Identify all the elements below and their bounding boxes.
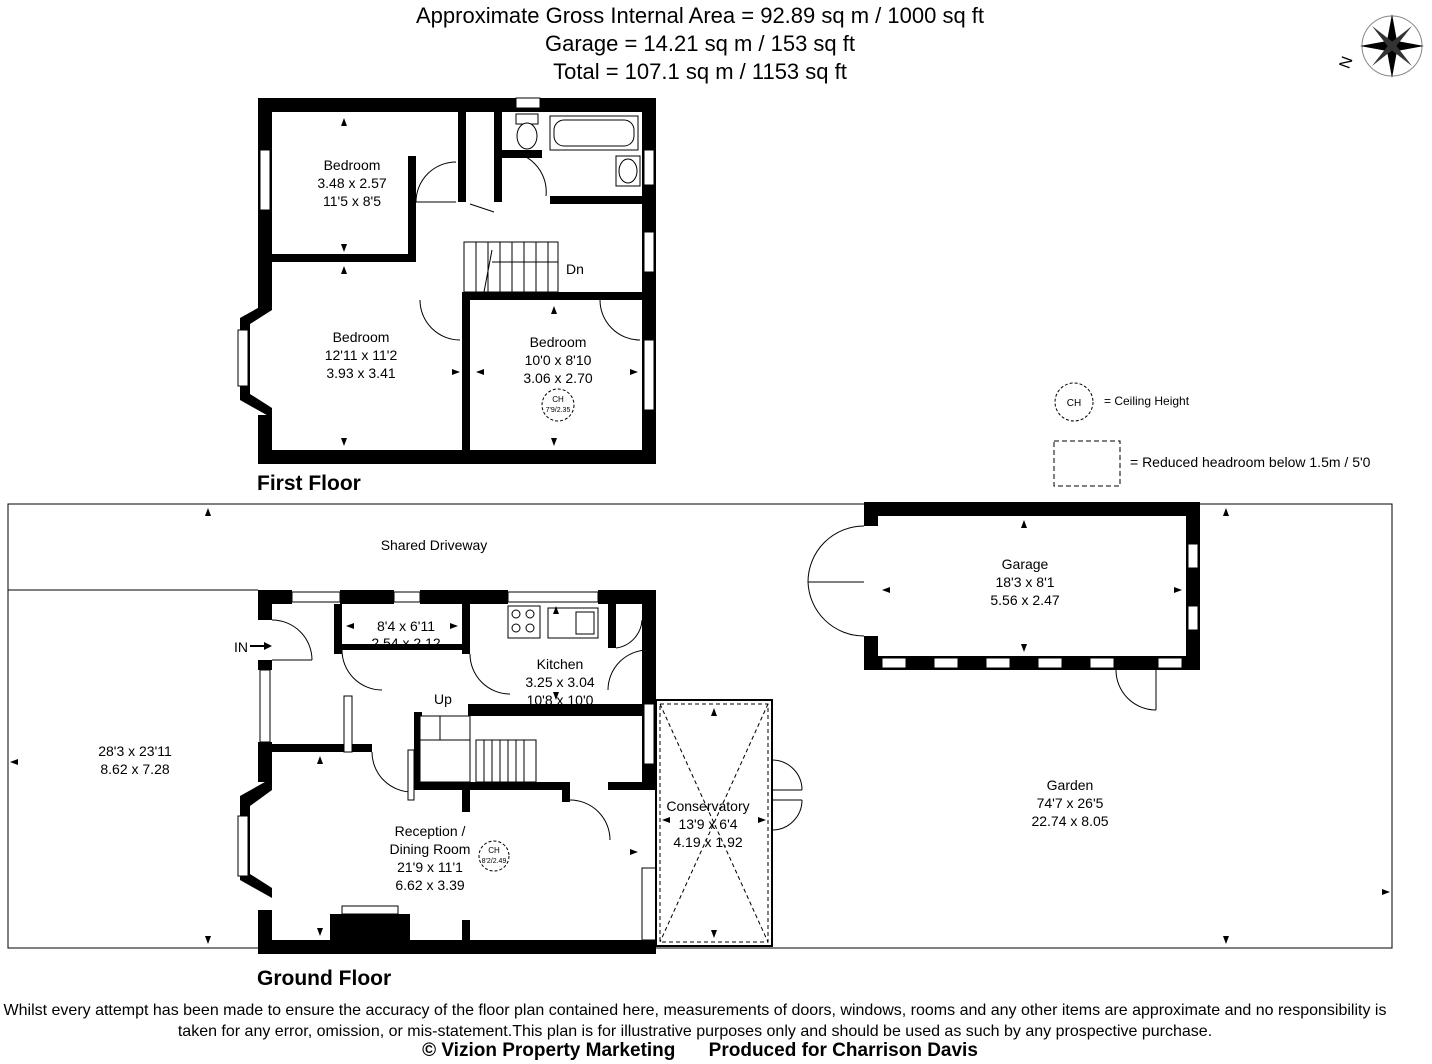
gf-stairs-label: Up — [434, 691, 452, 707]
gf-kitchen-dim1: 3.25 x 3.04 — [525, 674, 594, 690]
legend-ch-text: = Ceiling Height — [1104, 394, 1190, 408]
gf-front-garden-dim1: 28'3 x 23'11 — [98, 743, 172, 759]
gf-kitchen-name: Kitchen — [537, 656, 584, 672]
gf-reception-dim1: 21'9 x 11'1 — [397, 859, 463, 875]
gf-driveway-label: Shared Driveway — [381, 537, 488, 553]
ff-bedroom2-dim1: 12'11 x 11'2 — [325, 347, 398, 363]
gf-entrance-label: IN — [234, 639, 248, 655]
legend-ch-symbol: CH — [1067, 398, 1081, 409]
gf-garage-dim1: 18'3 x 8'1 — [995, 574, 1054, 590]
ch-marker-icon — [541, 388, 575, 422]
ff-bedroom1-dim2: 11'5 x 8'5 — [323, 193, 381, 209]
ff-ch-label: CH — [552, 395, 564, 404]
legend-reduced-text: = Reduced headroom below 1.5m / 5'0 — [1130, 454, 1371, 470]
compass-n-label: N — [1337, 54, 1357, 71]
gf-garden-name: Garden — [1047, 777, 1094, 793]
ff-bedroom2-dim2: 3.93 x 3.41 — [326, 365, 395, 381]
gf-ch-marker-icon — [478, 840, 510, 872]
gf-wc-dim2: 2.54 x 2.12 — [371, 635, 440, 651]
gf-conservatory-name: Conservatory — [666, 798, 749, 814]
garage-area-heading: Garage = 14.21 sq m / 153 sq ft — [544, 31, 856, 56]
gross-area-heading: Approximate Gross Internal Area = 92.89 … — [415, 3, 985, 28]
gf-garden-dim2: 22.74 x 8.05 — [1031, 813, 1108, 829]
ff-bedroom3-dim2: 3.06 x 2.70 — [523, 370, 592, 386]
ff-bedroom1-name: Bedroom — [324, 157, 381, 173]
gf-ch-value: 8'2/2.49 — [482, 858, 507, 865]
gf-garage-dim2: 5.56 x 2.47 — [990, 592, 1059, 608]
gf-ch-label: CH — [488, 846, 500, 855]
copyright-text: © Vizion Property Marketing — [422, 1040, 676, 1061]
floor-plan: N — [7, 14, 1424, 954]
ff-bedroom2-name: Bedroom — [333, 329, 390, 345]
gf-reception-name2: Dining Room — [390, 841, 471, 857]
compass-icon — [1360, 14, 1424, 78]
credits-line: © Vizion Property Marketing Produced for… — [0, 1040, 1400, 1062]
total-area-heading: Total = 107.1 sq m / 1153 sq ft — [553, 59, 847, 84]
gf-kitchen-dim2: 10'8 x 10'0 — [527, 692, 594, 708]
gf-conservatory-dim2: 4.19 x 1.92 — [673, 834, 742, 850]
legend-ch-icon — [1054, 382, 1094, 422]
gf-reception-dim2: 6.62 x 3.39 — [395, 877, 464, 893]
first-floor-plan — [237, 97, 656, 464]
ground-floor-plan — [7, 502, 1393, 954]
ground-floor-title: Ground Floor — [257, 967, 392, 990]
gf-wc-dim1: 8'4 x 6'11 — [377, 618, 435, 634]
gf-conservatory-dim1: 13'9 x 6'4 — [678, 816, 737, 832]
ff-ch-value: 7'9/2.35 — [546, 407, 571, 414]
disclaimer-text: Whilst every attempt has been made to en… — [3, 1002, 1387, 1040]
gf-front-garden-dim2: 8.62 x 7.28 — [100, 761, 169, 777]
ff-bedroom3-dim1: 10'0 x 8'10 — [525, 352, 592, 368]
ff-stairs-label: Dn — [566, 261, 584, 277]
ff-bedroom1-dim1: 3.48 x 2.57 — [317, 175, 386, 191]
gf-reception-name1: Reception / — [395, 823, 466, 839]
legend-reduced-headroom-icon — [1053, 440, 1121, 487]
ff-bedroom3-name: Bedroom — [530, 334, 587, 350]
produced-for-text: Produced for Charrison Davis — [708, 1040, 978, 1061]
gf-garden-dim1: 74'7 x 26'5 — [1037, 795, 1104, 811]
gf-garage-name: Garage — [1002, 556, 1049, 572]
first-floor-title: First Floor — [257, 472, 361, 495]
